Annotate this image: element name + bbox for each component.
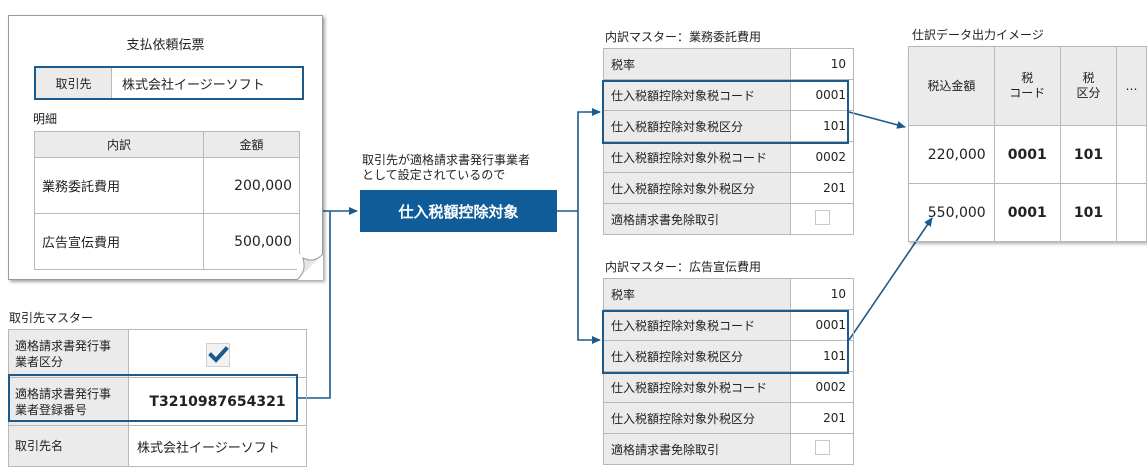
output-more <box>1116 125 1147 184</box>
voucher-detail-table: 内訳 金額 業務委託費用 200,000 広告宣伝費用 500,000 <box>34 131 300 270</box>
registration-number: T3210987654321 <box>128 377 307 426</box>
master-key: 税率 <box>603 48 791 80</box>
table-row: 仕入税額控除対象税区分 101 <box>603 110 854 142</box>
exempt-checkbox[interactable] <box>790 203 854 235</box>
master-value: 10 <box>790 278 854 310</box>
master-key: 仕入税額控除対象税コード <box>603 309 791 341</box>
payment-request-voucher: 支払依頼伝票 取引先 株式会社イージーソフト 明細 内訳 金額 業務委託費用 2… <box>8 15 323 280</box>
voucher-detail-header: 内訳 金額 <box>34 131 300 158</box>
vendor-master-table: 適格請求書発行事業者区分 適格請求書発行事業者登録番号 T32109876543… <box>8 329 307 467</box>
master-value: 201 <box>790 402 854 434</box>
output-tax-class: 101 <box>1059 125 1118 184</box>
table-row: 仕入税額控除対象外税区分 201 <box>603 402 854 434</box>
master-value: 101 <box>790 110 854 142</box>
breakdown-master-2: 税率 10 仕入税額控除対象税コード 0001 仕入税額控除対象税区分 101 … <box>603 278 854 465</box>
table-row: 業務委託費用 200,000 <box>34 157 300 214</box>
output-header-row: 税込金額 税コード 税区分 … <box>908 46 1147 126</box>
detail-item: 業務委託費用 <box>34 157 204 214</box>
arrow-master-1-to-output <box>848 111 906 129</box>
master-value: 201 <box>790 172 854 204</box>
arrow-decision-to-master-1 <box>577 108 601 211</box>
master-value: 10 <box>790 48 854 80</box>
table-row: 仕入税額控除対象外税コード 0002 <box>603 141 854 173</box>
vendor-master-title: 取引先マスター <box>9 311 94 325</box>
voucher-title: 支払依頼伝票 <box>126 38 205 53</box>
table-row: 適格請求書免除取引 <box>603 433 854 465</box>
qualified-issuer-checkbox[interactable] <box>128 329 307 378</box>
checkbox-checked-icon <box>205 343 230 367</box>
exempt-checkbox[interactable] <box>790 433 854 465</box>
table-row: 取引先名 株式会社イージーソフト <box>8 425 307 467</box>
output-more <box>1116 183 1147 242</box>
table-row: 仕入税額控除対象税コード 0001 <box>603 309 854 341</box>
table-row: 適格請求書発行事業者区分 <box>8 329 307 378</box>
line-vendor-to-decision <box>298 211 331 399</box>
checkbox-unchecked-icon <box>814 210 830 225</box>
header-amount: 税込金額 <box>908 46 995 126</box>
table-row: 仕入税額控除対象税コード 0001 <box>603 79 854 111</box>
master-key: 適格請求書免除取引 <box>603 433 791 465</box>
output-tax-code: 0001 <box>993 183 1061 242</box>
master-key: 仕入税額控除対象外税区分 <box>603 402 791 434</box>
arrow-decision-to-master-2 <box>577 211 601 344</box>
master-key: 仕入税額控除対象税区分 <box>603 340 791 372</box>
vendor-master-key: 適格請求書発行事業者区分 <box>8 329 129 378</box>
master-key: 税率 <box>603 278 791 310</box>
output-title: 仕訳データ出力イメージ <box>912 28 1044 42</box>
vendor-master-key: 適格請求書発行事業者登録番号 <box>8 377 129 426</box>
table-row: 適格請求書発行事業者登録番号 T3210987654321 <box>8 377 307 426</box>
column-header-amount: 金額 <box>203 131 300 158</box>
master-key: 仕入税額控除対象外税コード <box>603 371 791 403</box>
vendor-name: 株式会社イージーソフト <box>128 425 307 467</box>
detail-item: 広告宣伝費用 <box>34 213 204 270</box>
master-1-title: 内訳マスター：業務委託費用 <box>605 30 762 44</box>
output-tax-code: 0001 <box>993 125 1061 184</box>
vendor-master-key: 取引先名 <box>8 425 129 467</box>
table-row: 税率 10 <box>603 278 854 310</box>
master-key: 仕入税額控除対象外税コード <box>603 141 791 173</box>
header-tax-class: 税区分 <box>1059 46 1118 126</box>
master-key: 仕入税額控除対象税コード <box>603 79 791 111</box>
table-row: 適格請求書免除取引 <box>603 203 854 235</box>
output-amount: 220,000 <box>908 125 995 184</box>
voucher-vendor-field: 取引先 株式会社イージーソフト <box>34 66 304 100</box>
table-row: 仕入税額控除対象外税区分 201 <box>603 172 854 204</box>
master-value: 0002 <box>790 141 854 173</box>
detail-amount: 500,000 <box>203 213 300 270</box>
voucher-vendor-label: 取引先 <box>36 68 112 98</box>
column-header-item: 内訳 <box>34 131 204 158</box>
decision-box: 仕入税額控除対象 <box>360 190 557 232</box>
master-value: 0001 <box>790 79 854 111</box>
master-value: 0002 <box>790 371 854 403</box>
master-key: 仕入税額控除対象税区分 <box>603 110 791 142</box>
table-row: 仕入税額控除対象税区分 101 <box>603 340 854 372</box>
output-amount: 550,000 <box>908 183 995 242</box>
detail-amount: 200,000 <box>203 157 300 214</box>
table-row: 税率 10 <box>603 48 854 80</box>
page-curl-icon <box>297 254 323 280</box>
master-key: 適格請求書免除取引 <box>603 203 791 235</box>
master-value: 101 <box>790 340 854 372</box>
journal-output-table: 税込金額 税コード 税区分 … 220,000 0001 101 550,000… <box>908 46 1147 242</box>
output-tax-class: 101 <box>1059 183 1118 242</box>
decision-note-line2: として設定されているので <box>362 168 506 182</box>
decision-note-line1: 取引先が適格請求書発行事業者 <box>362 153 531 167</box>
table-row: 広告宣伝費用 500,000 <box>34 213 300 270</box>
master-key: 仕入税額控除対象外税区分 <box>603 172 791 204</box>
voucher-vendor-value: 株式会社イージーソフト <box>122 77 265 93</box>
table-row: 550,000 0001 101 <box>908 183 1147 242</box>
header-tax-code: 税コード <box>993 46 1061 126</box>
table-row: 仕入税額控除対象外税コード 0002 <box>603 371 854 403</box>
checkbox-unchecked-icon <box>814 440 830 455</box>
header-more: … <box>1116 46 1147 126</box>
table-row: 220,000 0001 101 <box>908 125 1147 184</box>
breakdown-master-1: 税率 10 仕入税額控除対象税コード 0001 仕入税額控除対象税区分 101 … <box>603 48 854 235</box>
master-2-title: 内訳マスター：広告宣伝費用 <box>605 260 762 274</box>
master-value: 0001 <box>790 309 854 341</box>
voucher-detail-label: 明細 <box>33 112 58 126</box>
